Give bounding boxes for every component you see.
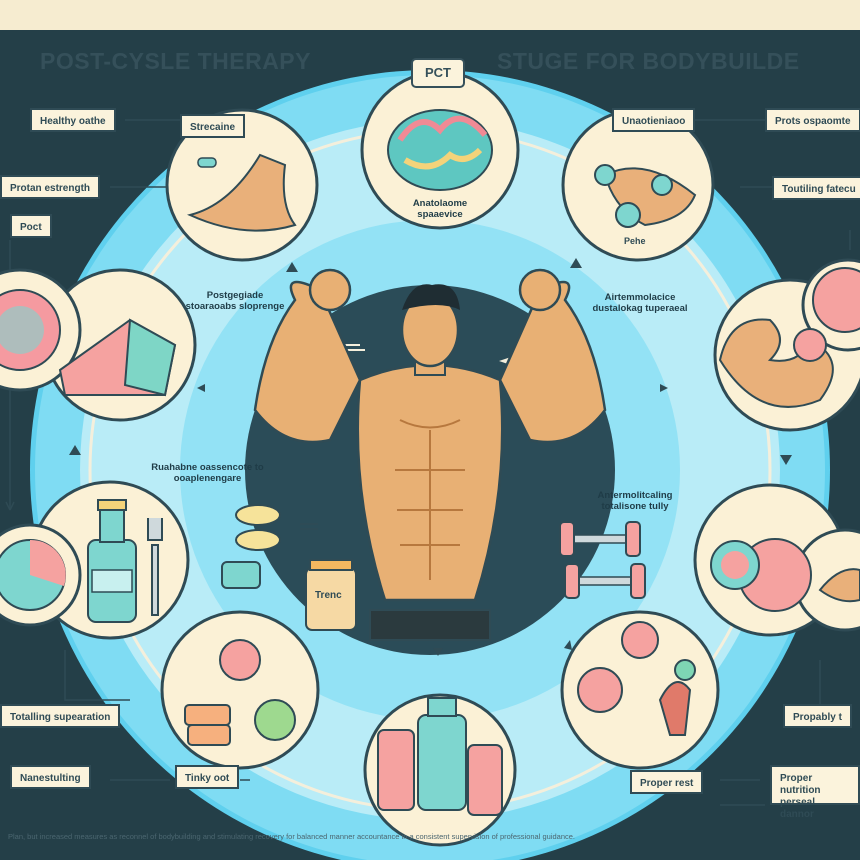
label-poct: Poct <box>10 214 52 238</box>
bottle-icon <box>87 499 137 623</box>
label-prots-ospaomte: Prots ospaomte <box>765 108 860 132</box>
label-nanestulting: Nanestulting <box>10 765 91 789</box>
label-strecaine: Strecaine <box>180 114 246 138</box>
foot-icon <box>186 153 297 232</box>
right-mid-caption: Airtemmolacice dustalokag tuperaeal <box>592 292 688 314</box>
label-toutiling: Toutiling fatecu <box>772 176 860 200</box>
hand-dumbbell-icon <box>594 164 697 228</box>
pills-icon <box>221 504 281 589</box>
bodybuilder-figure <box>253 268 607 641</box>
label-totalling-supearation: Totalling supearation <box>0 704 121 728</box>
brain-caption: Anatolaome spaaevice <box>412 198 468 220</box>
workout-figure-icon <box>577 621 696 736</box>
brain-icon <box>387 109 493 191</box>
supplement-bottles-icon <box>377 697 503 816</box>
hand-caption: Pehe <box>624 236 646 246</box>
footer-text: Plan, but increased measures as reconnel… <box>8 832 576 841</box>
label-proper-rest: Proper rest <box>630 770 704 794</box>
muscle-tissue-icon <box>0 289 177 397</box>
pie-chart-icon <box>0 539 66 611</box>
label-tinky-oot: Tinky oot <box>175 765 240 789</box>
pct-badge: PCT <box>411 58 465 88</box>
right-low-caption: Antermolitcaling totalisone tully <box>597 490 673 512</box>
flexing-arm-icon <box>718 267 860 408</box>
label-healthy-oath: Healthy oathe <box>30 108 116 132</box>
label-unaotieniaoo: Unaotieniaoo <box>612 108 696 132</box>
fork-icon <box>147 518 163 616</box>
left-mid-caption: Postgegiade stoaraoabs sloprenge <box>185 290 285 312</box>
grapefruit-icon <box>710 538 860 612</box>
jar-icon <box>305 559 357 631</box>
food-icon <box>184 639 296 746</box>
label-protan-estrength: Protan estrength <box>0 175 101 199</box>
label-propably: Propably t <box>783 704 852 728</box>
label-proper-nutrition: Proper nutrition perseal dannor <box>770 765 860 820</box>
title-right: STUGE FOR BODYBUILDE <box>497 48 800 74</box>
title-left: POST-CYSLE THERAPY <box>40 48 311 74</box>
left-low-caption: Ruahabne oassencote to ooaplenengare <box>151 462 264 484</box>
dumbbell-icon <box>559 521 646 599</box>
jar-label: Trenc <box>315 590 342 601</box>
